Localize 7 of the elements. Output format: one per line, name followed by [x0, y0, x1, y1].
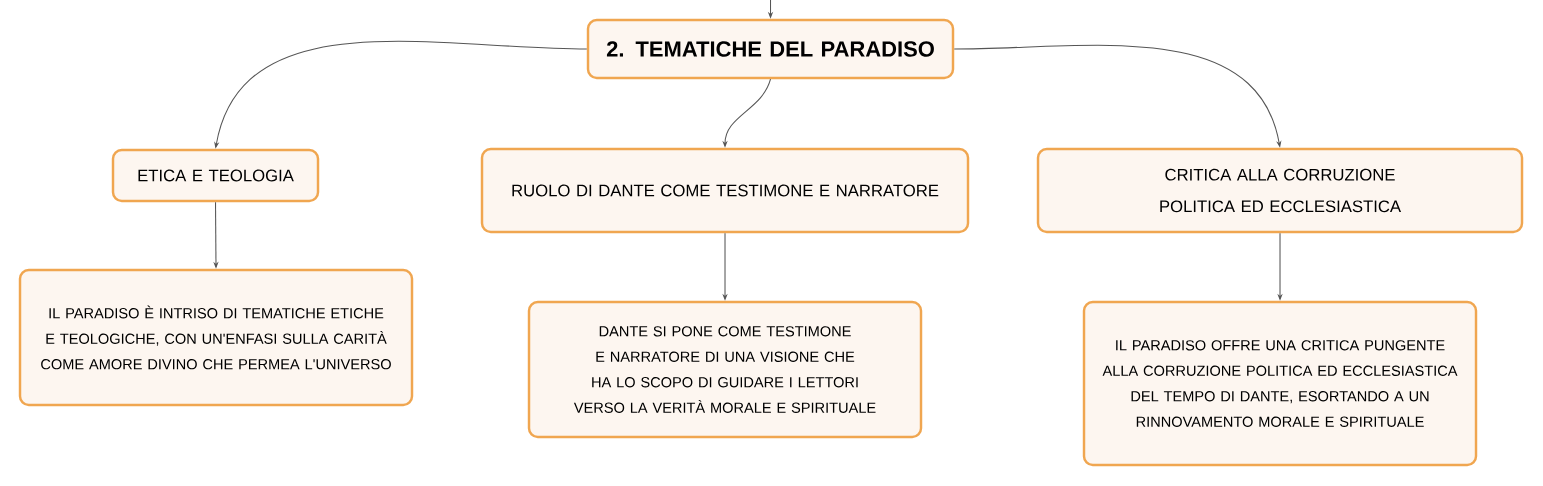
topic-box: CRITICA ALLA CORRUZIONE POLITICA ED ECCLESIASTICA	[1036, 147, 1524, 234]
topic-box: ETICA E TEOLOGIA	[111, 148, 320, 203]
topic-box: RUOLO DI DANTE COME TESTIMONE E NARRATORE	[480, 147, 970, 234]
topic-box: 2. TEMATICHE DEL PARADISO	[586, 18, 955, 80]
description-box: IL PARADISO OFFRE UNA CRITICA PUNGENTE ALLA CORRUZIONE POLITICA ED ECCLESIASTICA DEL TEMPO DI DANTE, ESORTANDO A UN RINNOVAMENTO MORALE E SPIRITUALE	[1082, 300, 1478, 467]
description-box: IL PARADISO È INTRISO DI TEMATICHE ETICHE E TEOLOGICHE, CON UN'ENFASI SULLA CARITÀ COME AMORE DIVINO CHE PERMEA L'UNIVERSO	[18, 268, 414, 407]
description-box: DANTE SI PONE COME TESTIMONE E NARRATORE DI UNA VISIONE CHE HA LO SCOPO DI GUIDARE I LETTORI VERSO LA VERITÀ MORALE E SPIRITUALE	[527, 300, 923, 439]
